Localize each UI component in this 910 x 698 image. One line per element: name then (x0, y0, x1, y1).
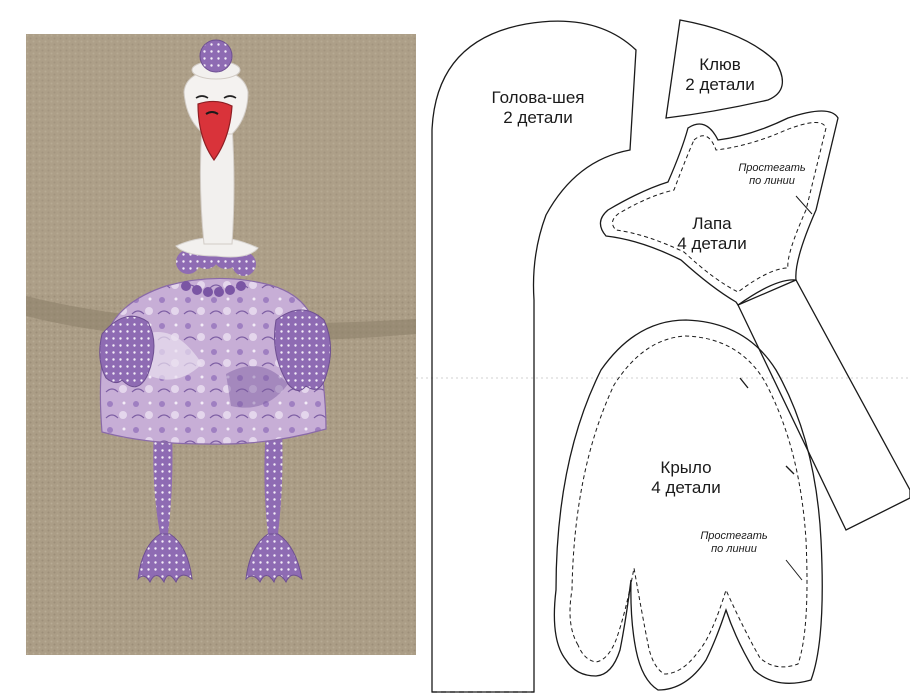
foot-label: Лапа 4 детали (662, 214, 762, 253)
foot-stitch-line (612, 122, 827, 293)
foot-stitch-note-line-1: Простегать (738, 162, 806, 174)
leg-strip-outline (737, 279, 910, 531)
beak-outline (665, 19, 784, 119)
doll-collar (175, 237, 259, 276)
foot-stitch-note: Простегать по линии (722, 162, 822, 187)
head-neck-count: 2 детали (503, 107, 573, 127)
sewing-pattern (416, 19, 910, 693)
wing-stitch-note-line-1: Простегать (700, 530, 768, 542)
doll-body (99, 277, 327, 445)
wing-stitch-line (569, 335, 808, 675)
beak-name: Клюв (699, 55, 741, 74)
doll-wing-left (99, 315, 155, 388)
wing-stitch-note-line-2: по линии (711, 542, 757, 555)
beak-count: 2 детали (685, 74, 755, 94)
beak-label: Клюв 2 детали (670, 55, 770, 94)
doll-beak (197, 100, 233, 162)
wing-count: 4 детали (651, 477, 721, 497)
doll-eye-left (195, 95, 209, 99)
wing-notch-mark (785, 465, 795, 475)
wing-label: Крыло 4 детали (636, 458, 736, 497)
doll-wing-right (274, 309, 331, 391)
head-neck-outline (431, 20, 637, 693)
doll-hat (191, 39, 241, 80)
doll-necklace (181, 281, 246, 297)
head-neck-label: Голова-шея 2 детали (478, 88, 598, 127)
wing-note-leader (785, 559, 803, 581)
wing-outline (553, 319, 823, 691)
doll-legs (137, 429, 303, 584)
head-neck-name: Голова-шея (491, 88, 585, 107)
wing-stitch-note: Простегать по линии (684, 530, 784, 555)
foot-count: 4 детали (677, 233, 747, 253)
foot-note-leader (795, 195, 813, 215)
doll-eye-right (223, 95, 237, 99)
foot-name: Лапа (692, 214, 732, 233)
wing-notch-mark (739, 377, 749, 389)
foot-stitch-note-line-2: по линии (749, 174, 795, 187)
foot-outline (599, 110, 839, 306)
doll-photo (26, 34, 416, 655)
wing-name: Крыло (660, 458, 712, 477)
doll-neck (199, 125, 235, 245)
